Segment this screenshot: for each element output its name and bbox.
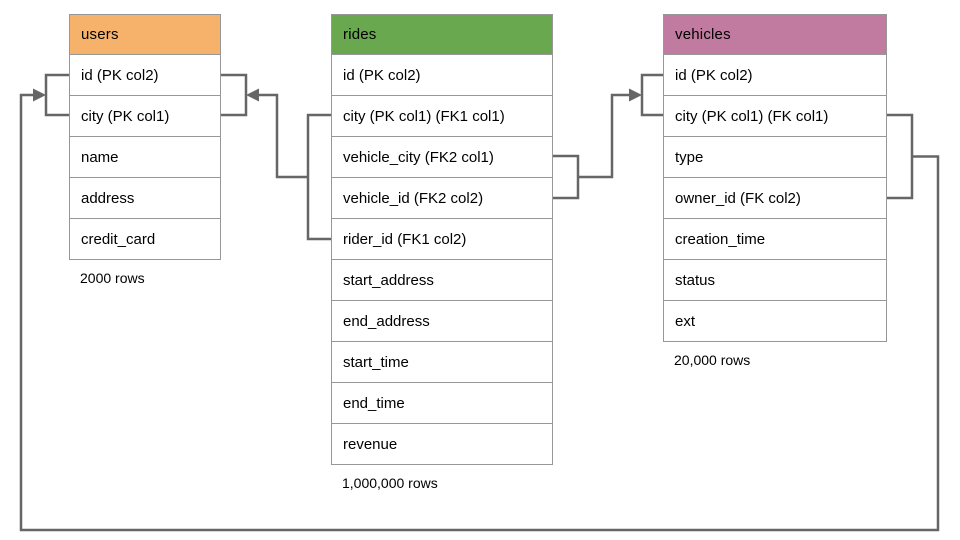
column-row-vehicles-2: type xyxy=(664,137,886,178)
users-right-key-bracket xyxy=(221,73,248,117)
column-row-vehicles-6: ext xyxy=(664,301,886,341)
table-header-users: users xyxy=(70,15,220,55)
column-row-vehicles-3: owner_id (FK col2) xyxy=(664,178,886,219)
column-row-vehicles-4: creation_time xyxy=(664,219,886,260)
column-row-rides-5: start_address xyxy=(332,260,552,301)
fk-rides-to-vehicles-arrow-icon xyxy=(629,88,642,102)
row-count-label-rides: 1,000,000 rows xyxy=(342,475,438,491)
fk-rides-to-users-line xyxy=(257,93,331,241)
column-row-users-1: city (PK col1) xyxy=(70,96,220,137)
column-row-users-0: id (PK col2) xyxy=(70,55,220,96)
column-row-vehicles-1: city (PK col1) (FK col1) xyxy=(664,96,886,137)
row-count-label-users: 2000 rows xyxy=(80,270,145,286)
fk-vehicles-to-users-line xyxy=(19,93,940,532)
column-row-rides-0: id (PK col2) xyxy=(332,55,552,96)
users-left-key-bracket xyxy=(44,73,69,117)
column-row-rides-7: start_time xyxy=(332,342,552,383)
column-row-rides-8: end_time xyxy=(332,383,552,424)
column-row-vehicles-5: status xyxy=(664,260,886,301)
column-row-vehicles-0: id (PK col2) xyxy=(664,55,886,96)
row-count-label-vehicles: 20,000 rows xyxy=(674,352,751,368)
column-row-rides-4: rider_id (FK1 col2) xyxy=(332,219,552,260)
column-row-users-2: name xyxy=(70,137,220,178)
fk-rides-to-users-arrow-icon xyxy=(246,88,259,102)
vehicles-left-key-bracket xyxy=(640,73,663,117)
column-row-rides-2: vehicle_city (FK2 col1) xyxy=(332,137,552,178)
fk-rides-to-vehicles-line xyxy=(553,93,630,200)
table-header-rides: rides xyxy=(332,15,552,55)
column-row-rides-6: end_address xyxy=(332,301,552,342)
fk-vehicles-to-users-arrow-icon xyxy=(33,88,46,102)
column-row-rides-3: vehicle_id (FK2 col2) xyxy=(332,178,552,219)
column-row-rides-1: city (PK col1) (FK1 col1) xyxy=(332,96,552,137)
column-row-users-4: credit_card xyxy=(70,219,220,259)
column-row-rides-9: revenue xyxy=(332,424,552,464)
table-header-vehicles: vehicles xyxy=(664,15,886,55)
column-row-users-3: address xyxy=(70,178,220,219)
